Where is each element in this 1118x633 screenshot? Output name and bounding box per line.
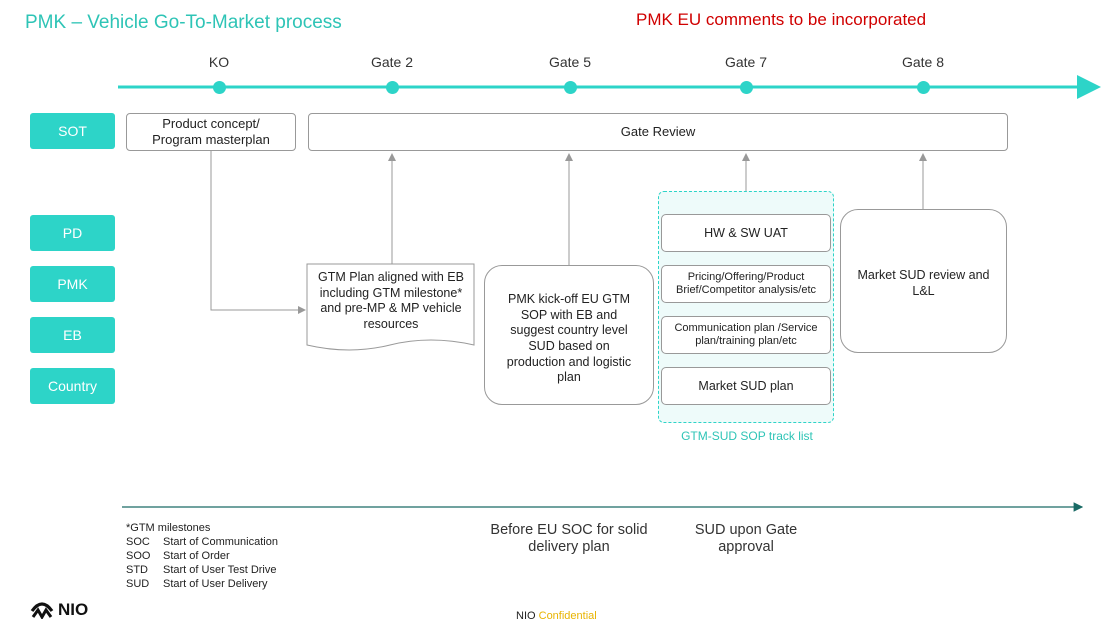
track-item-uat-label: HW & SW UAT (704, 225, 788, 240)
gate-review-box: Gate Review (308, 113, 1008, 151)
gate-dot-5 (564, 81, 577, 94)
milestone-desc: Start of Order (163, 550, 230, 562)
milestone-desc: Start of Communication (163, 536, 278, 548)
milestone-abbr: STD (126, 564, 148, 576)
nio-logo-icon (30, 602, 54, 619)
track-list-caption: GTM-SUD SOP track list (681, 429, 813, 443)
comment-note: PMK EU comments to be incorporated (636, 10, 927, 29)
nio-logo: NIO (30, 600, 88, 620)
page-title: PMK – Vehicle Go-To-Market process (25, 12, 342, 33)
track-item-communication: Communication plan /Service plan/trainin… (661, 316, 831, 354)
footer: NIO Confidential (516, 610, 597, 622)
footer-confidential: Confidential (538, 610, 597, 622)
milestone-desc: Start of User Test Drive (163, 564, 277, 576)
side-tag-pd: PD (30, 215, 115, 251)
side-tag-pmk: PMK (30, 266, 115, 302)
ko-connector (210, 150, 306, 314)
gate-review-label: Gate Review (620, 124, 696, 140)
milestone-abbr: SOC (126, 536, 150, 548)
gate-label-ko: KO (208, 54, 230, 70)
track-item-pricing: Pricing/Offering/Product Brief/Competito… (661, 265, 831, 303)
side-tag-country: Country (30, 368, 115, 404)
track-item-market-sud: Market SUD plan (661, 367, 831, 405)
sud-gate-note: SUD upon Gate approval (694, 522, 798, 555)
gtm-plan-document-shape (306, 263, 475, 351)
gate-label-7: Gate 7 (724, 54, 768, 70)
product-concept-box: Product concept/ Program masterplan (126, 113, 296, 151)
side-tag-sot: SOT (30, 113, 115, 149)
milestones-legend: *GTM milestones SOC Start of Communicatio… (126, 521, 278, 591)
gate-dot-8 (917, 81, 930, 94)
gate-label-2: Gate 2 (370, 54, 414, 70)
milestone-abbr: SUD (126, 578, 150, 590)
market-sud-review-label: Market SUD review and L&L (857, 268, 990, 298)
gate-dot-2 (386, 81, 399, 94)
pmk-kickoff-label: PMK kick-off EU GTM SOP with EB and sugg… (506, 292, 632, 385)
milestone-desc: Start of User Delivery (163, 578, 268, 590)
footer-brand: NIO (516, 610, 536, 622)
gtm-plan-label: GTM Plan aligned with EB including GTM m… (318, 270, 464, 331)
gate-label-5: Gate 5 (548, 54, 592, 70)
pmk-kickoff-box: PMK kick-off EU GTM SOP with EB and sugg… (484, 265, 654, 405)
track-item-communication-label: Communication plan /Service plan/trainin… (674, 322, 818, 347)
milestone-abbr: SOO (126, 550, 151, 562)
milestone-row: SOO Start of Order (126, 549, 278, 563)
milestone-row: SUD Start of User Delivery (126, 577, 278, 591)
market-sud-review-box: Market SUD review and L&L (840, 209, 1007, 353)
track-item-pricing-label: Pricing/Offering/Product Brief/Competito… (676, 271, 816, 296)
gate-label-8: Gate 8 (901, 54, 945, 70)
before-soc-note: Before EU SOC for solid delivery plan (490, 522, 648, 555)
track-item-uat: HW & SW UAT (661, 214, 831, 252)
track-item-market-sud-label: Market SUD plan (698, 378, 794, 393)
milestone-row: SOC Start of Communication (126, 535, 278, 549)
product-concept-label: Product concept/ Program masterplan (152, 116, 270, 147)
gate-dot-7 (740, 81, 753, 94)
nio-logo-text: NIO (58, 600, 89, 619)
side-tag-eb: EB (30, 317, 115, 353)
gate-dot-ko (213, 81, 226, 94)
milestones-heading: *GTM milestones (126, 522, 211, 534)
milestone-row: STD Start of User Test Drive (126, 563, 278, 577)
